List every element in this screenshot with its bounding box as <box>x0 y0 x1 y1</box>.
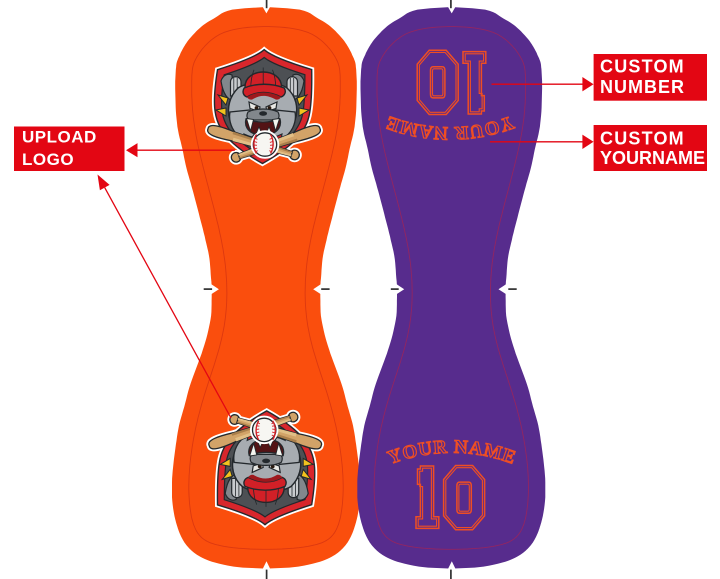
svg-text:UPLOAD: UPLOAD <box>22 128 97 147</box>
svg-text:NUMBER: NUMBER <box>600 77 685 97</box>
svg-text:LOGO: LOGO <box>22 150 74 169</box>
svg-text:YOURNAME: YOURNAME <box>600 148 705 168</box>
svg-text:CUSTOM: CUSTOM <box>600 128 685 148</box>
svg-text:CUSTOM: CUSTOM <box>600 57 685 77</box>
